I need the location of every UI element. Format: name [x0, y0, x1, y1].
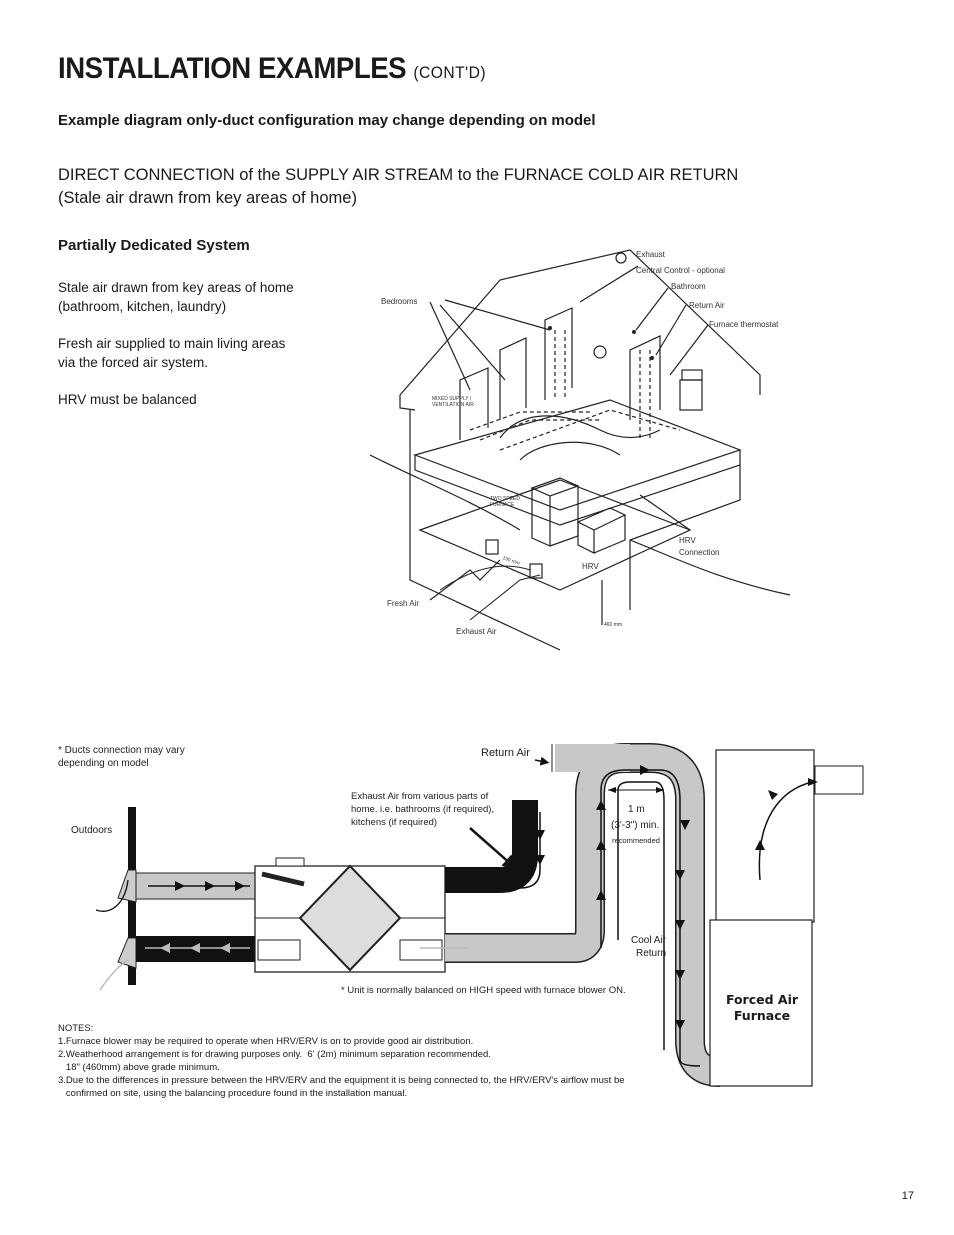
balanced-note: * Unit is normally balanced on HIGH spee…	[341, 985, 626, 996]
label-cool-air-return: Cool Air Return	[630, 935, 666, 959]
paragraph-stale-air: Stale air drawn from key areas of home (…	[58, 280, 294, 314]
label-bedrooms: Bedrooms	[381, 297, 418, 306]
label-exhaust-air: Exhaust Air	[456, 627, 497, 636]
direct-connection-heading: DIRECT CONNECTION of the SUPPLY AIR STRE…	[58, 164, 738, 210]
furnace-label: Forced Air Furnace	[725, 992, 799, 1023]
title-suffix: (CONT'D)	[413, 63, 487, 82]
label-460mm: 460 mm	[604, 622, 623, 628]
note-item: 18" (460mm) above grade minimum.	[58, 1062, 220, 1073]
label-return-air-schematic: Return Air	[481, 747, 530, 759]
notes-title: NOTES:	[58, 1023, 94, 1034]
label-exhaust: Exhaust	[636, 250, 665, 259]
label-mixed-supply: MIXED SUPPLY / VENTILATION AIR	[432, 396, 474, 408]
note-item: 2.Weatherhood arrangement is for drawing…	[58, 1049, 491, 1060]
page-number: 17	[901, 1190, 914, 1202]
label-hrv: HRV	[582, 562, 599, 571]
label-recommended: recommended	[612, 836, 660, 845]
page-title: INSTALLATION EXAMPLES (CONT'D)	[58, 52, 487, 85]
label-central-control: Central Control - optional	[636, 266, 725, 275]
subheading: Example diagram only-duct configuration …	[58, 112, 596, 129]
section-title: Partially Dedicated System	[58, 237, 250, 254]
label-fresh-air: Fresh Air	[387, 599, 420, 608]
direct-line-2: (Stale air drawn from key areas of home)	[58, 189, 357, 207]
label-return-air: Return Air	[689, 301, 725, 310]
note-item: 3.Due to the differences in pressure bet…	[58, 1075, 625, 1086]
label-hrv-connection: HRV Connection	[679, 536, 720, 557]
ducts-note: * Ducts connection may vary depending on…	[58, 745, 185, 769]
label-1m: 1 m	[628, 804, 645, 815]
exhaust-note: Exhaust Air from various parts of home. …	[351, 791, 495, 828]
paragraph-fresh-air: Fresh air supplied to main living areas …	[58, 336, 286, 370]
label-outdoors: Outdoors	[71, 825, 113, 836]
note-item: confirmed on site, using the balancing p…	[58, 1088, 408, 1099]
label-1m-ft: (3'-3") min.	[611, 820, 660, 831]
notes-block: NOTES: 1.Furnace blower may be required …	[58, 1022, 678, 1100]
direct-line-1: DIRECT CONNECTION of the SUPPLY AIR STRE…	[58, 166, 739, 184]
paragraph-balanced: HRV must be balanced	[58, 392, 197, 407]
house-diagram	[369, 249, 791, 651]
label-bathroom: Bathroom	[671, 282, 706, 291]
note-item: 1.Furnace blower may be required to oper…	[58, 1036, 474, 1047]
label-two-speed: TWO SPEED FURNACE	[490, 496, 521, 508]
label-furnace-thermostat: Furnace thermostat	[709, 320, 779, 329]
